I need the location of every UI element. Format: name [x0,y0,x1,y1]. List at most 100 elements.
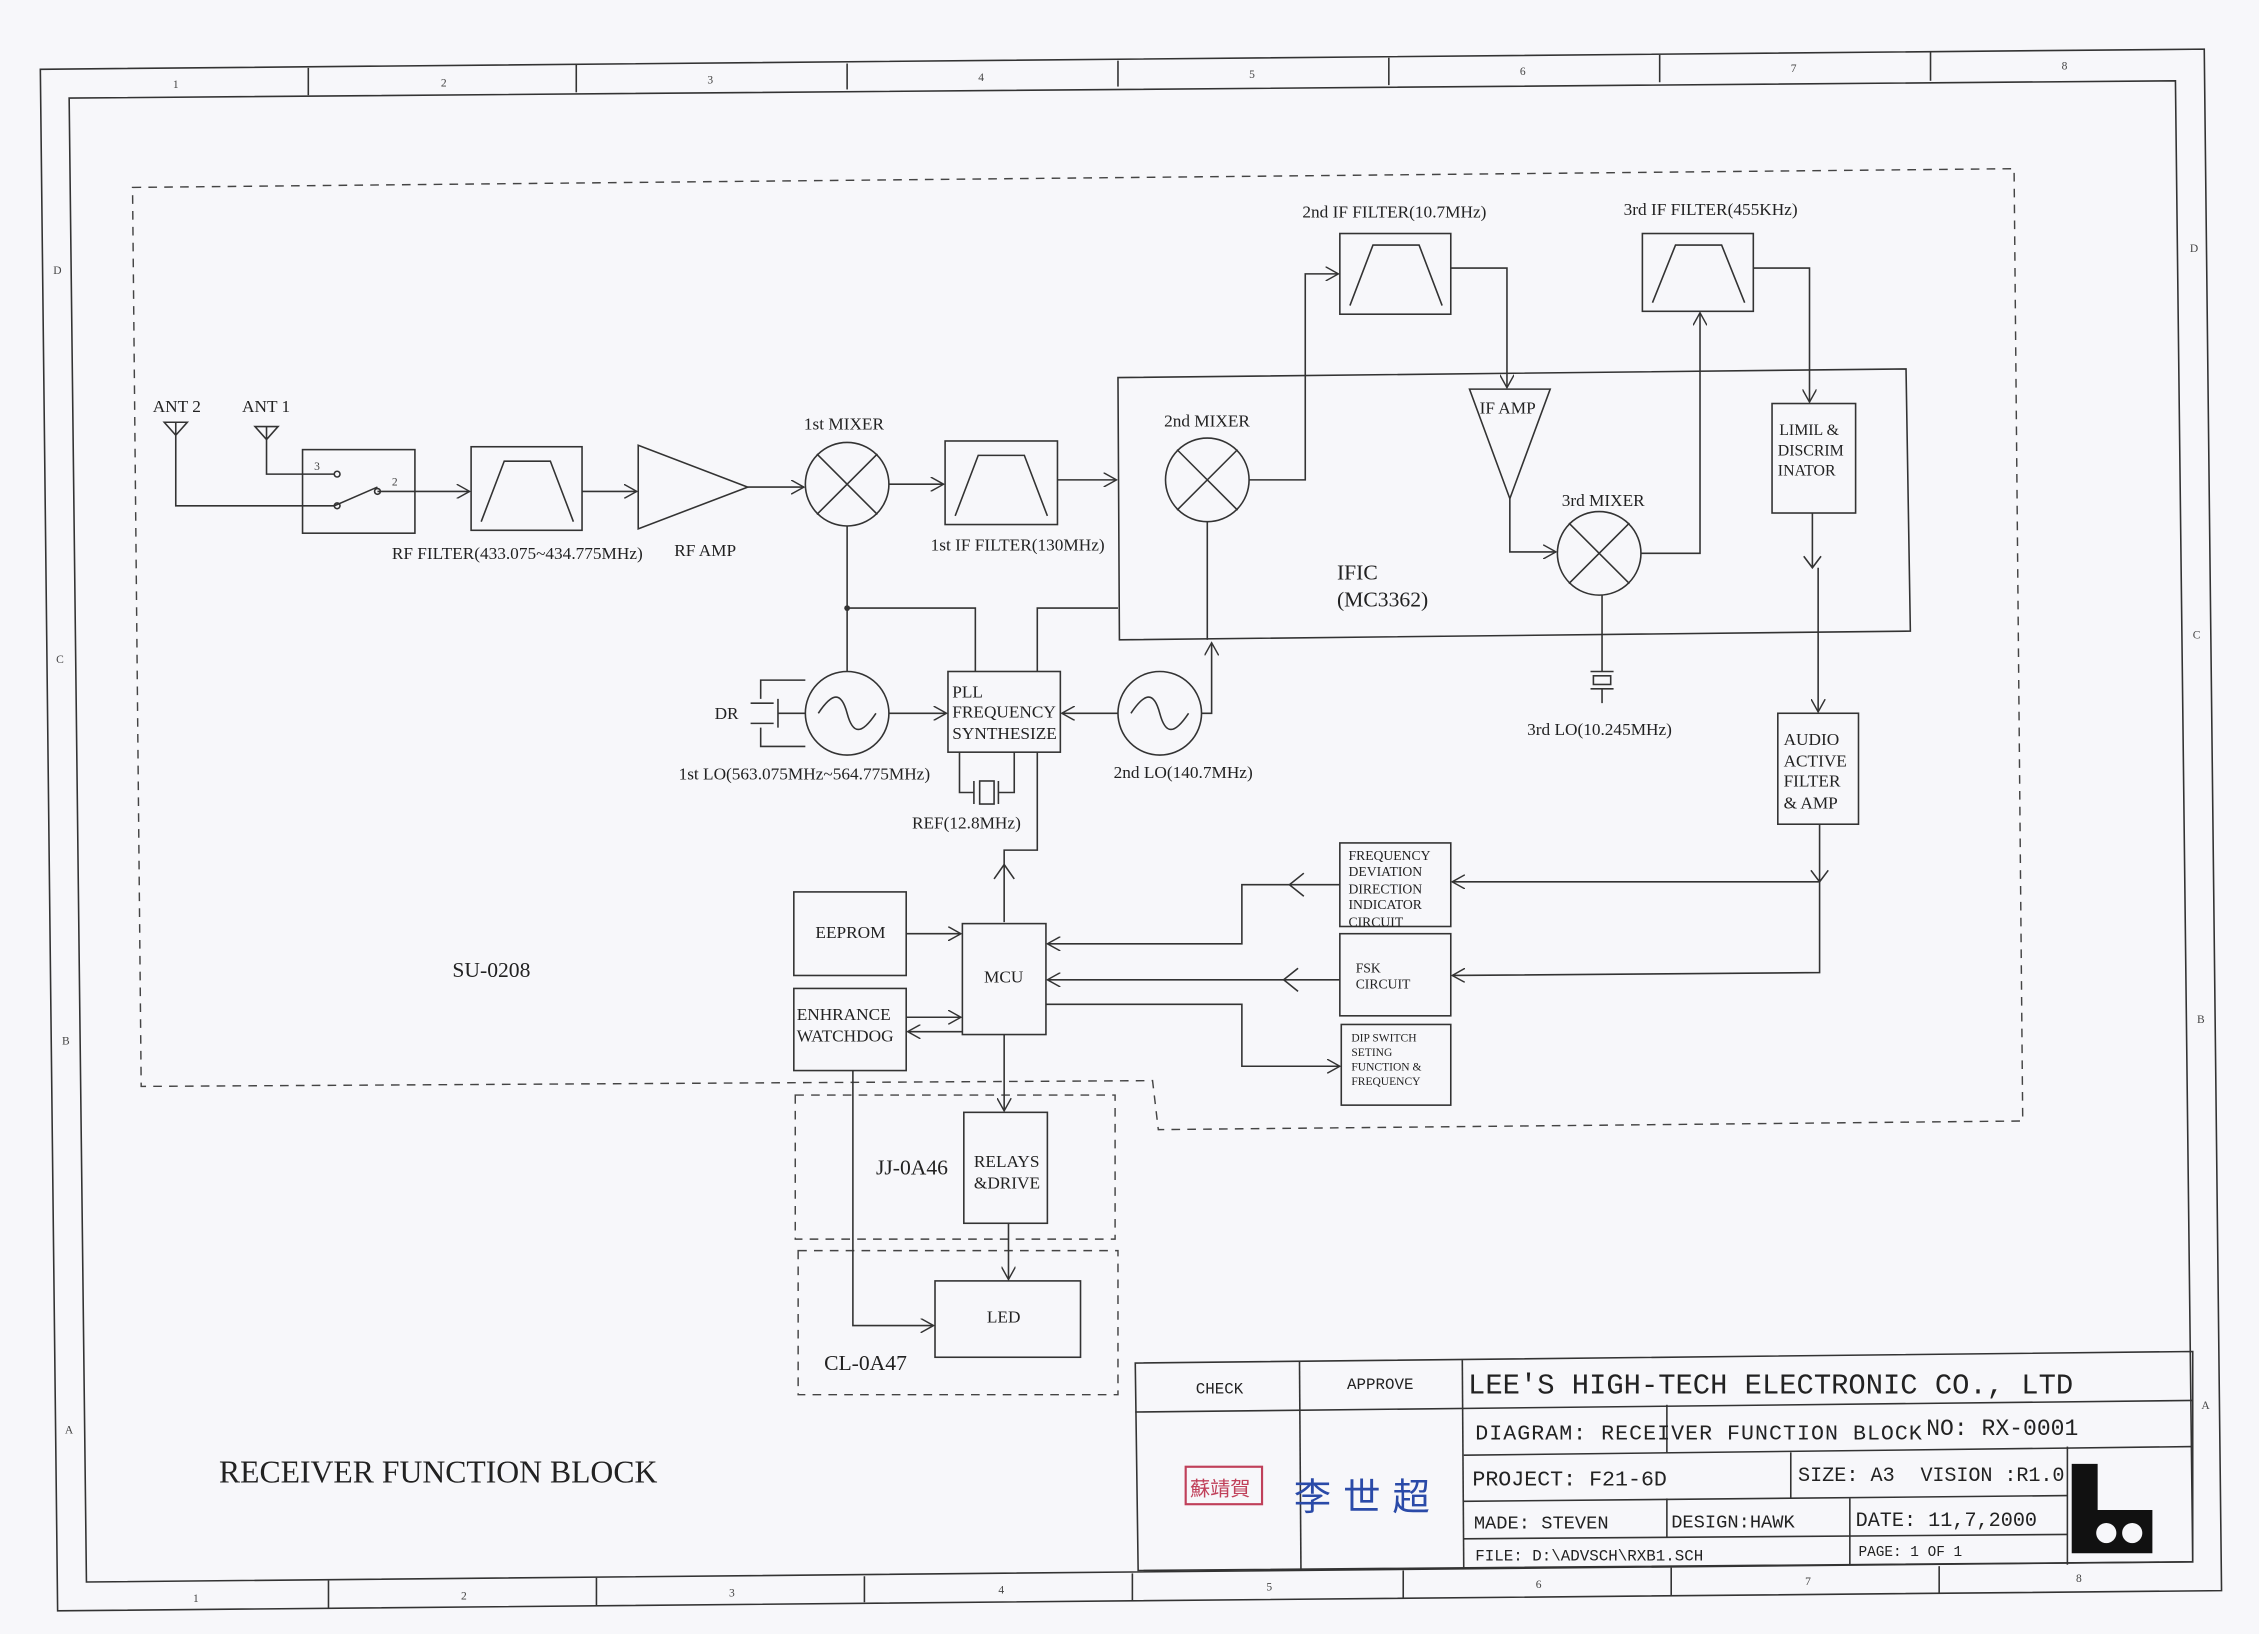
rf-filter-label: RF FILTER(433.075~434.775MHz) [392,544,643,563]
diagram-title: RECEIVER FUNCTION BLOCK [219,1455,657,1490]
mcu-label: MCU [984,968,1024,987]
board-outline-su0208 [131,167,2024,1131]
switch-pin: 2 [392,477,398,489]
dip-switch [1340,1023,1452,1106]
mixer-1-label: 1st MIXER [804,414,885,433]
board-outline-cl0a47 [797,1249,1119,1396]
dip-label: FUNCTION & [1351,1062,1421,1074]
led-label: LED [987,1308,1021,1327]
freq-dev-label: DEVIATION [1348,864,1422,879]
zone-label: 5 [1249,69,1255,81]
mixer-2-label: 2nd MIXER [1164,412,1250,431]
audio-label: FILTER [1784,772,1841,791]
fsk-label: FSK [1356,961,1381,976]
pll-label: FREQUENCY [952,703,1056,722]
board-su0208-label: SU-0208 [452,958,530,982]
sheet-frame: 1 2 3 4 5 6 7 8 1 2 3 4 5 6 7 8 D C B A … [39,48,2223,1612]
ant2-label: ANT 2 [153,397,201,416]
signature: 李 世 超 [1294,1475,1430,1519]
zone-label: 4 [978,72,984,84]
row-label: A [65,1425,74,1437]
approval-stamp [1184,1465,1264,1506]
bandpass-icon [480,460,575,522]
drawing-number: NO: RX-0001 [1926,1416,2078,1442]
zone-label: 3 [729,1587,735,1599]
lo1-label: 1st LO(563.075MHz~564.775MHz) [679,765,931,784]
row-label: B [2197,1014,2205,1026]
zone-label: 3 [707,75,713,87]
made-field: MADE: STEVEN [1474,1513,1609,1535]
row-label: A [2201,1400,2210,1412]
design-field: DESIGN:HAWK [1671,1511,1795,1533]
board-jj0a46-label: JJ-0A46 [876,1155,948,1179]
rf-amp-label: RF AMP [674,541,736,560]
zone-ticks-bottom [327,1566,1940,1608]
page-field: PAGE: 1 OF 1 [1858,1545,1962,1561]
diagram-field: DIAGRAM: RECEIVER FUNCTION BLOCK [1475,1422,1922,1446]
rf-amp [637,444,750,531]
dip-label: DIP SWITCH [1351,1033,1416,1045]
if2-filter-label: 2nd IF FILTER(10.7MHz) [1302,203,1486,222]
company-name: LEE'S HIGH-TECH ELECTRONIC CO., LTD [1468,1369,2073,1402]
zone-label: 1 [193,1593,199,1605]
freq-dev-label: CIRCUIT [1348,914,1403,929]
check-label: CHECK [1196,1380,1244,1398]
limiter-label: LIMIL & [1779,422,1839,439]
zone-label: 7 [1791,63,1797,75]
ant1-label: ANT 1 [242,397,290,416]
antenna-2 [162,421,303,507]
ific-label: IFIC [1337,560,1378,584]
freq-dev-label: DIRECTION [1348,881,1422,896]
watchdog-label: WATCHDOG [797,1027,894,1046]
audio-label: AUDIO [1784,730,1840,749]
watchdog-label: ENHRANCE [797,1005,891,1024]
pll-label: PLL [952,682,983,701]
board-outline-jj0a46 [794,1094,1116,1240]
lo2-oscillator [1117,670,1203,756]
row-label: D [53,265,61,277]
audio-label: & AMP [1784,793,1838,812]
mixer-1 [804,441,890,527]
bandpass-icon [1651,244,1746,303]
if-amp-label: IF AMP [1480,399,1536,418]
sine-icon [817,696,877,731]
pll-label: SYNTHESIZE [952,724,1057,743]
dip-label: FREQUENCY [1351,1076,1421,1088]
lee-logo [2071,1463,2153,1554]
lo1-oscillator [804,670,890,756]
zone-label: 6 [1520,66,1526,78]
freq-dev-label: FREQUENCY [1348,848,1430,863]
size-field: SIZE: A3 [1798,1465,1895,1488]
limiter-label: DISCRIM [1778,442,1844,459]
row-label: D [2190,243,2198,255]
relays-label: RELAYS [974,1152,1040,1171]
stamp-text: 蘇靖賀 [1190,1477,1250,1501]
audio-filter-amp [1777,712,1860,825]
vision-field: VISION :R1.0 [1920,1465,2064,1488]
date-field: DATE: 11,7,2000 [1856,1510,2037,1533]
antenna-1 [253,425,303,475]
crystal-3rd-lo [1590,595,1614,704]
relays-drive [963,1111,1049,1225]
zone-label: 8 [2062,60,2068,72]
zone-label: 2 [461,1590,467,1602]
bandpass-icon [954,454,1049,517]
pll-synthesizer [947,670,1062,753]
led [934,1280,1082,1359]
row-label: C [56,654,64,666]
row-label: B [62,1036,70,1048]
rf-filter [470,445,583,532]
approve-label: APPROVE [1347,1376,1414,1394]
ref-label: REF(12.8MHz) [912,814,1021,833]
file-field: FILE: D:\ADVSCH\RXB1.SCH [1475,1547,1703,1565]
zone-label: 2 [441,78,447,90]
limiter-label: INATOR [1778,463,1836,480]
if3-filter [1641,232,1755,313]
if-amp [1468,388,1552,501]
ific-part: (MC3362) [1337,588,1428,612]
zone-label: 6 [1536,1579,1542,1591]
fsk-label: CIRCUIT [1356,976,1411,991]
relays-label: &DRIVE [974,1174,1040,1193]
title-block [1134,1350,2194,1572]
